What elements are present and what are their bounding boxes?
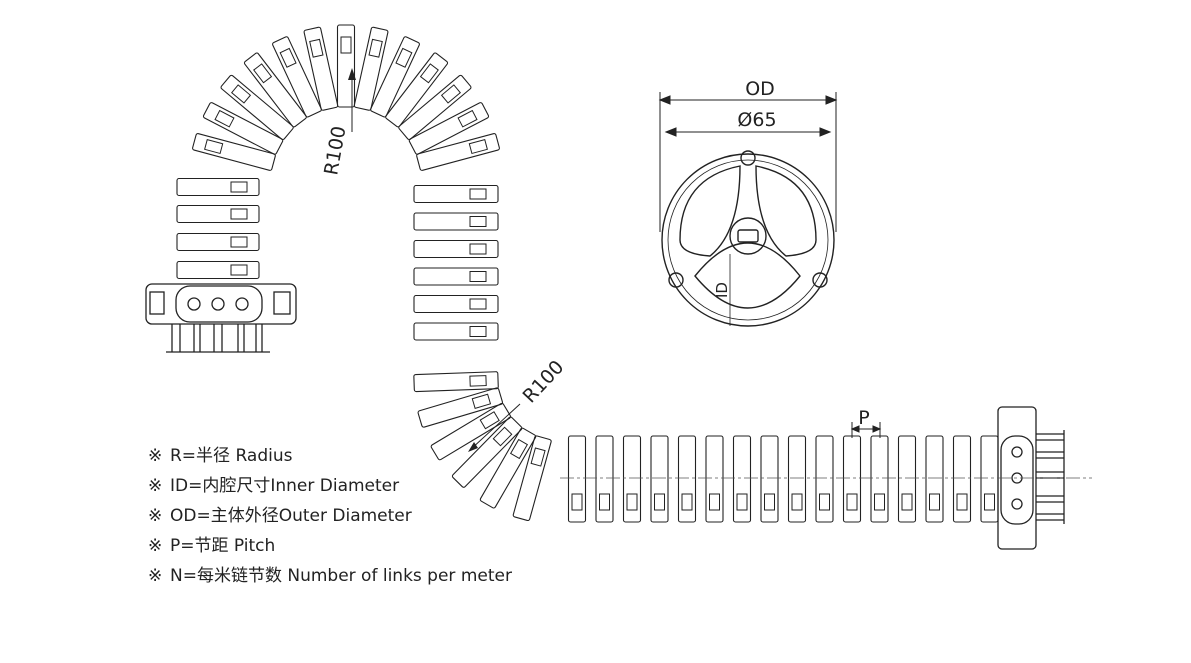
chain-link (622, 435, 642, 523)
left-end-bracket (145, 283, 297, 353)
legend-mark: ※ (148, 566, 163, 586)
legend-item: ※ N=每米链节数 Number of links per meter (148, 561, 512, 591)
chain-link (512, 435, 552, 522)
legend-item: ※ OD=主体外径Outer Diameter (148, 501, 512, 531)
chain-link (479, 427, 537, 509)
radius-label-bottom: R100 (519, 356, 569, 407)
chain-link (176, 232, 260, 252)
cross-section-view: ID (661, 150, 835, 327)
chain-link (650, 435, 669, 523)
legend-mark: ※ (148, 506, 163, 526)
legend: ※ R=半径 Radius ※ ID=内腔尺寸Inner Diameter ※ OD=… (148, 441, 512, 591)
chain-link (413, 371, 499, 393)
chain-link (370, 36, 420, 118)
od-dimension: OD (658, 78, 838, 232)
chain-link (980, 435, 999, 523)
pitch-label: P (858, 407, 869, 429)
chain-link (353, 26, 389, 111)
chain-link (567, 435, 587, 523)
chain-link (413, 212, 499, 231)
chain-link (732, 435, 752, 523)
chain-link (192, 133, 276, 171)
chain-link (870, 435, 889, 523)
legend-text: P=节距 Pitch (170, 536, 276, 556)
legend-item: ※ P=节距 Pitch (148, 531, 512, 561)
chain-link (705, 435, 724, 523)
chain-link (408, 102, 490, 155)
chain-link (417, 387, 504, 428)
chain-link (416, 133, 500, 171)
id-label: ID (713, 282, 731, 298)
legend-text: ID=内腔尺寸Inner Diameter (170, 476, 400, 496)
chain-link (413, 322, 499, 341)
legend-text: OD=主体外径Outer Diameter (170, 506, 412, 526)
legend-text: R=半径 Radius (170, 446, 293, 466)
od-label: OD (745, 78, 775, 100)
chain-link (202, 102, 284, 155)
radius-label-top: R100 (320, 124, 350, 177)
diameter-dimension: Ø65 (664, 109, 832, 137)
chain-link (220, 74, 294, 141)
legend-mark: ※ (148, 536, 163, 556)
chain-link (336, 24, 356, 108)
pitch-indicator: P (850, 407, 882, 438)
chain-link (451, 416, 523, 488)
chain-link (952, 435, 972, 523)
chain-link (385, 52, 449, 128)
radius-indicator-top: R100 (320, 68, 356, 177)
legend-item: ※ ID=内腔尺寸Inner Diameter (148, 471, 512, 501)
chain-link (303, 26, 339, 111)
chain-link (430, 402, 512, 461)
chain-link (842, 435, 862, 523)
chain-link (595, 435, 614, 523)
diameter-label: Ø65 (737, 109, 776, 131)
chain-link (677, 435, 697, 523)
chain-link (243, 52, 307, 128)
chain-link (413, 184, 499, 204)
legend-mark: ※ (148, 446, 163, 466)
chain-link (760, 435, 779, 523)
chain-link (787, 435, 807, 523)
radius-indicator-bottom: R100 (468, 356, 568, 452)
chain-link (897, 435, 917, 523)
chain-link (176, 177, 260, 197)
chain-links (176, 24, 999, 523)
legend-text: N=每米链节数 Number of links per meter (170, 566, 512, 586)
chain-link (413, 239, 499, 259)
chain-link (815, 435, 834, 523)
legend-mark: ※ (148, 476, 163, 496)
chain-link (925, 435, 944, 523)
chain-link (398, 74, 472, 141)
chain-link (272, 36, 322, 118)
chain-link (176, 204, 260, 224)
chain-link (413, 294, 499, 314)
chain-link (176, 260, 260, 280)
legend-item: ※ R=半径 Radius (148, 441, 512, 471)
chain-link (413, 267, 499, 286)
